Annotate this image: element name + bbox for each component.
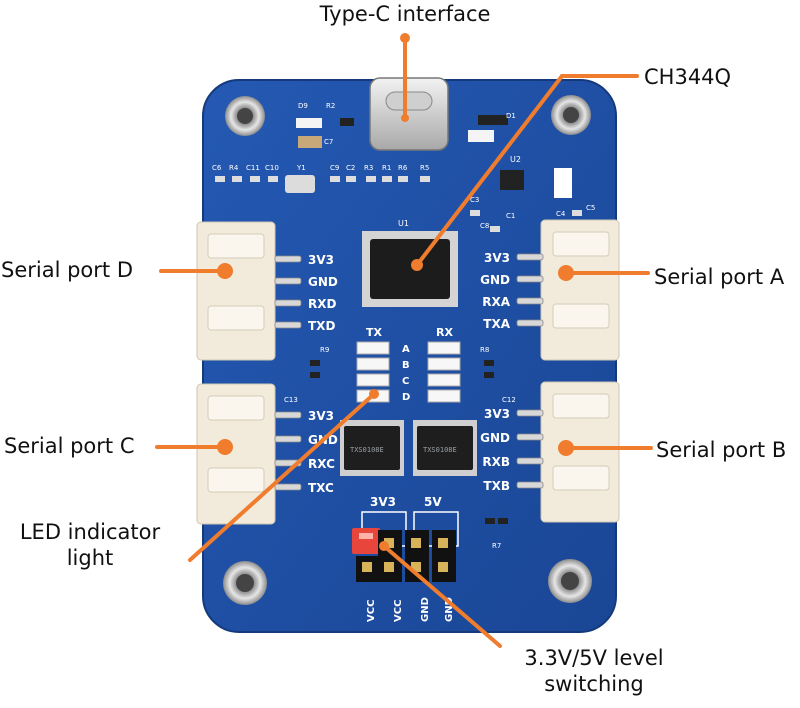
silk-c5: C5	[586, 204, 595, 212]
callout-line-serial-d	[159, 263, 233, 279]
level-shifter-chip-left	[340, 420, 404, 476]
jumper-label-vcc-2: VCC	[393, 600, 404, 622]
pin-label-txb: TXB	[483, 479, 510, 493]
callout-serial-port-b: Serial port B	[656, 438, 787, 462]
silk-tx: TX	[366, 326, 383, 339]
usb-type-c-connector	[369, 77, 449, 151]
silk-r2: R2	[326, 102, 335, 110]
silk-c13: C13	[284, 396, 298, 404]
silk-c1: C1	[506, 212, 515, 220]
silk-u1: U1	[398, 219, 409, 228]
silk-r3: R3	[364, 164, 373, 172]
pin-label-3v3: 3V3	[484, 251, 510, 265]
silk-rx: RX	[436, 326, 453, 339]
pin-label-3v3: 3V3	[484, 407, 510, 421]
silk-5v: 5V	[424, 495, 442, 509]
silk-channel-a: A	[402, 344, 410, 355]
tx-led-array	[356, 341, 390, 403]
pcb-body	[203, 80, 616, 632]
chip-marking-right: TXS0108E	[423, 446, 457, 454]
connector-port-c	[196, 383, 276, 525]
callout-led-line1: LED indicator	[19, 520, 161, 544]
callout-line-ch344q	[411, 74, 639, 271]
callout-typec-interface: Type-C interface	[319, 2, 491, 26]
connector-port-d	[196, 221, 276, 361]
silk-r5: R5	[420, 164, 429, 172]
pin-label-gnd: GND	[480, 431, 510, 445]
silk-y1: Y1	[296, 164, 306, 172]
callout-level-line2: switching	[544, 672, 644, 697]
callout-line-typec	[400, 33, 410, 122]
callout-ch344q: CH344Q	[644, 65, 732, 89]
jumper-label-gnd-2: GND	[444, 597, 455, 622]
pin-label-rxa: RXA	[482, 295, 510, 309]
callout-line-led	[188, 389, 379, 562]
silk-c7: C7	[324, 138, 333, 146]
silk-r7: R7	[492, 542, 501, 550]
connector-port-b	[540, 381, 620, 523]
callout-line-serial-b	[558, 440, 653, 456]
pin-label-3v3: 3V3	[308, 253, 334, 267]
silk-r8: R8	[480, 346, 489, 354]
mounting-hole-bottom-right	[548, 559, 592, 603]
silk-c9: C9	[330, 164, 339, 172]
mounting-hole-bottom-left	[223, 561, 267, 605]
pin-labels-port-c: 3V3GNDRXCTXC	[308, 409, 338, 495]
connector-port-a	[540, 219, 620, 361]
silk-channel-b: B	[402, 360, 410, 371]
callout-line-level	[379, 541, 502, 648]
silk-c6: C6	[212, 164, 222, 172]
callout-serial-port-a: Serial port A	[654, 265, 785, 289]
silk-channel-c: C	[402, 376, 409, 387]
silk-c8: C8	[480, 222, 489, 230]
callout-serial-port-d: Serial port D	[1, 258, 133, 282]
silk-r9: R9	[320, 346, 329, 354]
silk-r6: R6	[398, 164, 408, 172]
level-shifter-chip-right	[413, 420, 477, 476]
callout-level-line1: 3.3V/5V level	[524, 646, 664, 670]
pin-label-gnd: GND	[308, 275, 338, 289]
callout-line-serial-a	[558, 265, 650, 281]
silk-channel-d: D	[402, 392, 410, 403]
mounting-hole-top-left	[225, 96, 265, 136]
silk-c4: C4	[556, 210, 566, 218]
silk-d1: D1	[506, 112, 516, 120]
silk-r1: R1	[382, 164, 391, 172]
silk-c11: C11	[246, 164, 260, 172]
callout-led-indicator: LED indicator light	[10, 519, 170, 572]
jumper-label-vcc-1: VCC	[366, 600, 377, 622]
callout-serial-port-c: Serial port C	[4, 434, 135, 458]
jumper-label-gnd-1: GND	[420, 597, 431, 622]
callout-level-switching: 3.3V/5V level switching	[504, 645, 684, 698]
silk-c10: C10	[265, 164, 279, 172]
pin-label-rxc: RXC	[308, 457, 335, 471]
pin-label-txd: TXD	[308, 319, 335, 333]
silk-d9: D9	[298, 102, 308, 110]
rx-led-array	[427, 341, 461, 403]
silk-c2: C2	[346, 164, 355, 172]
silk-3v3: 3V3	[370, 495, 396, 509]
ch344q-chip	[362, 231, 458, 307]
pin-label-3v3: 3V3	[308, 409, 334, 423]
callout-led-line2: light	[66, 546, 114, 571]
chip-marking-left: TXS0108E	[350, 446, 384, 454]
silk-r4: R4	[229, 164, 239, 172]
silk-c12: C12	[502, 396, 516, 404]
silk-c3: C3	[470, 196, 479, 204]
silk-u2: U2	[510, 155, 521, 164]
pin-label-rxb: RXB	[482, 455, 510, 469]
pin-label-gnd: GND	[480, 273, 510, 287]
pin-label-txc: TXC	[308, 481, 334, 495]
callout-line-serial-c	[155, 439, 233, 455]
pin-label-txa: TXA	[483, 317, 510, 331]
pin-label-rxd: RXD	[308, 297, 336, 311]
mounting-hole-top-right	[551, 95, 591, 135]
